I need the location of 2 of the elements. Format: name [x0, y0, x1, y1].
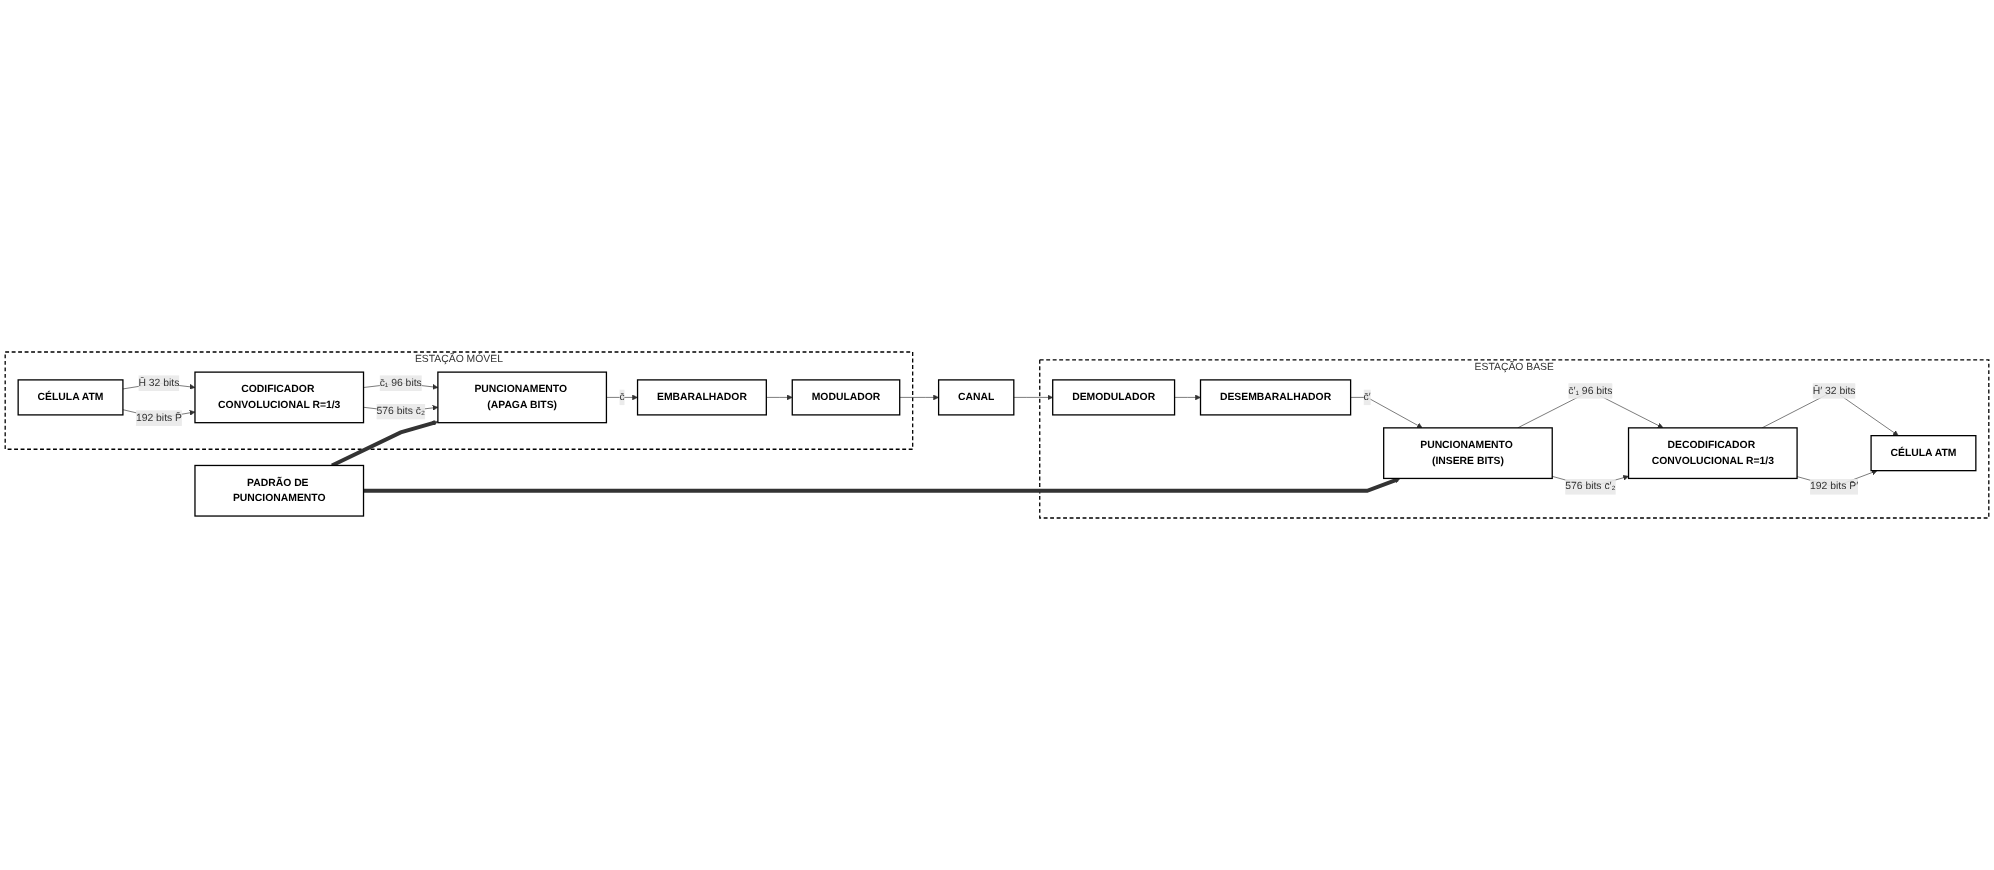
arrow [363, 477, 1401, 493]
arrow [331, 420, 439, 468]
